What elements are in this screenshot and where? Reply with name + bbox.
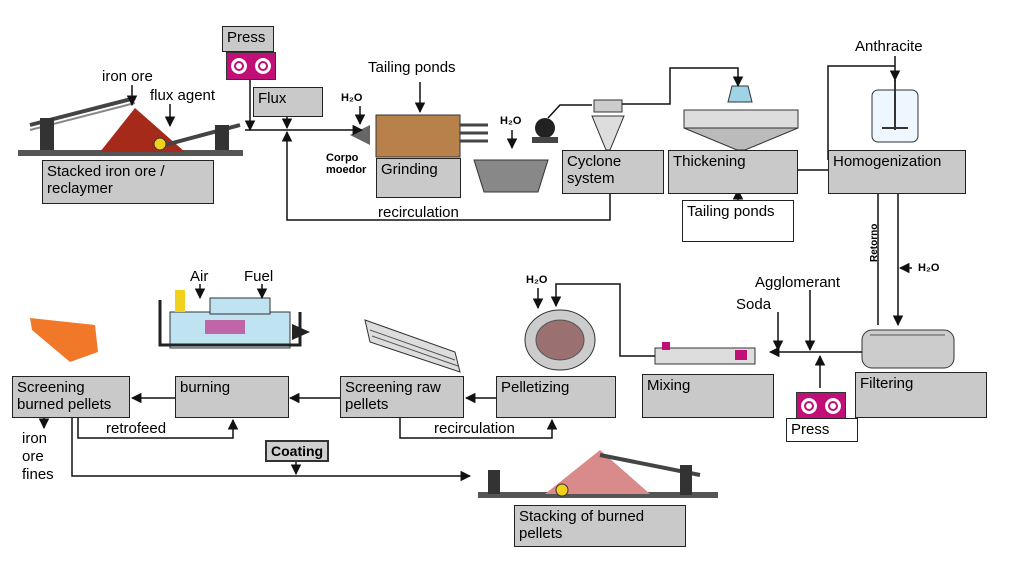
soda-label: Soda bbox=[736, 296, 772, 313]
reclaimer-illustration bbox=[18, 96, 243, 156]
fuel-label: Fuel bbox=[244, 268, 274, 285]
cyclone-system-box: Cyclone system bbox=[562, 150, 664, 194]
grinding-box: Grinding bbox=[376, 158, 461, 198]
mixer-illustration bbox=[654, 342, 756, 365]
h2o-label-3: H₂O bbox=[918, 262, 940, 274]
press-icon bbox=[796, 392, 846, 420]
retorno-label: Retorno bbox=[869, 223, 880, 262]
pelletizing-disc-illustration bbox=[524, 309, 596, 371]
stacker-illustration bbox=[478, 450, 718, 498]
h2o-label-1: H₂O bbox=[341, 92, 363, 104]
screening-raw-pellets-box: Screening raw pellets bbox=[340, 376, 464, 418]
stacked-iron-ore-box: Stacked iron ore / reclaymer bbox=[42, 160, 214, 204]
tailing-ponds-top-label: Tailing ponds bbox=[368, 59, 456, 76]
retrofeed-label: retrofeed bbox=[106, 420, 167, 437]
screening-burned-pellets-box: Screening burned pellets bbox=[12, 376, 130, 418]
h2o-label-2: H₂O bbox=[500, 115, 522, 127]
corpo-moedor-label: Corpo moedor bbox=[326, 152, 367, 176]
thickening-box: Thickening bbox=[668, 150, 798, 194]
grinding-mill-illustration bbox=[350, 114, 488, 158]
flux-agent-label: flux agent bbox=[150, 87, 216, 104]
recirculation-bottom-label: recirculation bbox=[434, 420, 515, 437]
iron-ore-fines-label: iron ore fines bbox=[22, 430, 54, 483]
stacking-burned-pellets-box: Stacking of burned pellets bbox=[514, 505, 686, 547]
press-icon bbox=[226, 52, 276, 80]
h2o-label-4: H₂O bbox=[526, 274, 548, 286]
recirculation-top-label: recirculation bbox=[378, 204, 459, 221]
iron-ore-fines-illustration bbox=[30, 318, 98, 362]
press-top-box: Press bbox=[222, 26, 274, 52]
agglomerant-label: Agglomerant bbox=[755, 274, 841, 291]
homogenization-box: Homogenization bbox=[828, 150, 966, 194]
anthracite-label: Anthracite bbox=[855, 38, 923, 55]
burning-box: burning bbox=[175, 376, 289, 418]
filter-illustration bbox=[861, 329, 955, 369]
furnace-illustration bbox=[158, 290, 310, 349]
filtering-box: Filtering bbox=[855, 372, 987, 418]
iron-ore-label: iron ore bbox=[102, 68, 153, 85]
pump-illustration bbox=[473, 118, 558, 193]
flux-box: Flux bbox=[253, 87, 323, 117]
homogenization-tank-illustration bbox=[871, 80, 919, 143]
thickener-illustration bbox=[683, 85, 799, 151]
coating-box: Coating bbox=[265, 440, 330, 462]
pelletizing-box: Pelletizing bbox=[496, 376, 616, 418]
press-bottom-box: Press bbox=[786, 418, 858, 442]
tailing-ponds-box: Tailing ponds bbox=[682, 200, 794, 242]
cyclone-illustration bbox=[591, 99, 625, 151]
air-label: Air bbox=[190, 268, 209, 285]
mixing-box: Mixing bbox=[642, 374, 774, 418]
roller-screen-illustration bbox=[364, 319, 461, 373]
